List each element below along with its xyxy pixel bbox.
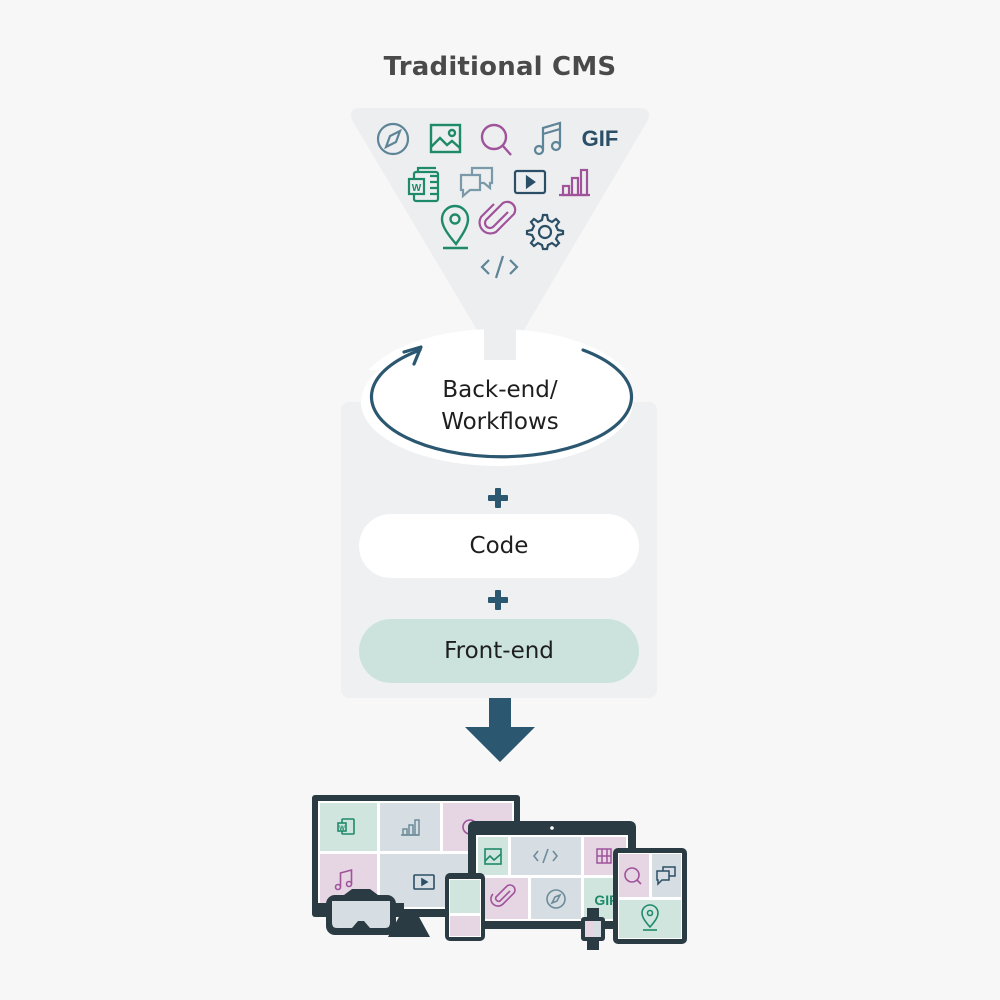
search-icon — [480, 123, 512, 156]
word-letter: W — [339, 826, 345, 832]
music-icon — [533, 121, 562, 156]
image-icon — [429, 123, 462, 154]
video-icon — [513, 169, 547, 195]
gear-icon — [525, 213, 565, 251]
down-arrow-icon — [465, 698, 535, 762]
backend-cycle-fill — [361, 338, 633, 466]
paperclip-icon — [490, 884, 516, 907]
search-icon — [624, 867, 642, 885]
cycle-arrow-path — [369, 348, 634, 459]
video-icon — [413, 874, 435, 890]
backend-cycle — [361, 330, 634, 466]
backend-workflows-label: Back-end/ Workflows — [390, 374, 610, 438]
tablet-landscape — [468, 821, 636, 929]
plus-icon — [486, 486, 510, 510]
cycle-arrow-head-icon — [402, 345, 423, 366]
frontend-layer: Front-end — [359, 619, 639, 683]
image-icon — [484, 848, 502, 865]
chat-icon — [656, 866, 676, 886]
music-icon — [334, 868, 353, 891]
smartwatch — [581, 908, 605, 950]
backend-label-line2: Workflows — [441, 409, 559, 435]
vr-headset — [318, 889, 404, 935]
word-doc-icon — [407, 166, 440, 203]
bar-chart-icon — [401, 819, 420, 836]
code-layer: Code — [359, 514, 639, 578]
grid-icon — [596, 848, 612, 864]
funnel-spout-end — [484, 330, 516, 360]
gif-icon: GIF — [594, 892, 618, 908]
code-icon — [532, 848, 559, 864]
smartphone — [445, 873, 485, 941]
backend-label-line1: Back-end/ — [442, 377, 558, 403]
paperclip-icon — [478, 200, 517, 235]
word-doc-icon — [337, 818, 355, 835]
location-pin-icon — [440, 204, 470, 250]
compass-icon — [546, 889, 566, 909]
chat-icon — [459, 166, 494, 199]
compass-icon — [376, 122, 410, 156]
gif-icon: GIF — [582, 126, 619, 151]
location-pin-icon — [641, 904, 659, 931]
code-icon — [480, 255, 519, 279]
plus-icon — [486, 588, 510, 612]
devices-illustration: W — [312, 795, 687, 950]
word-doc-letter: W — [412, 183, 422, 194]
diagram-title: Traditional CMS — [383, 52, 617, 82]
bar-chart-icon — [559, 168, 590, 197]
